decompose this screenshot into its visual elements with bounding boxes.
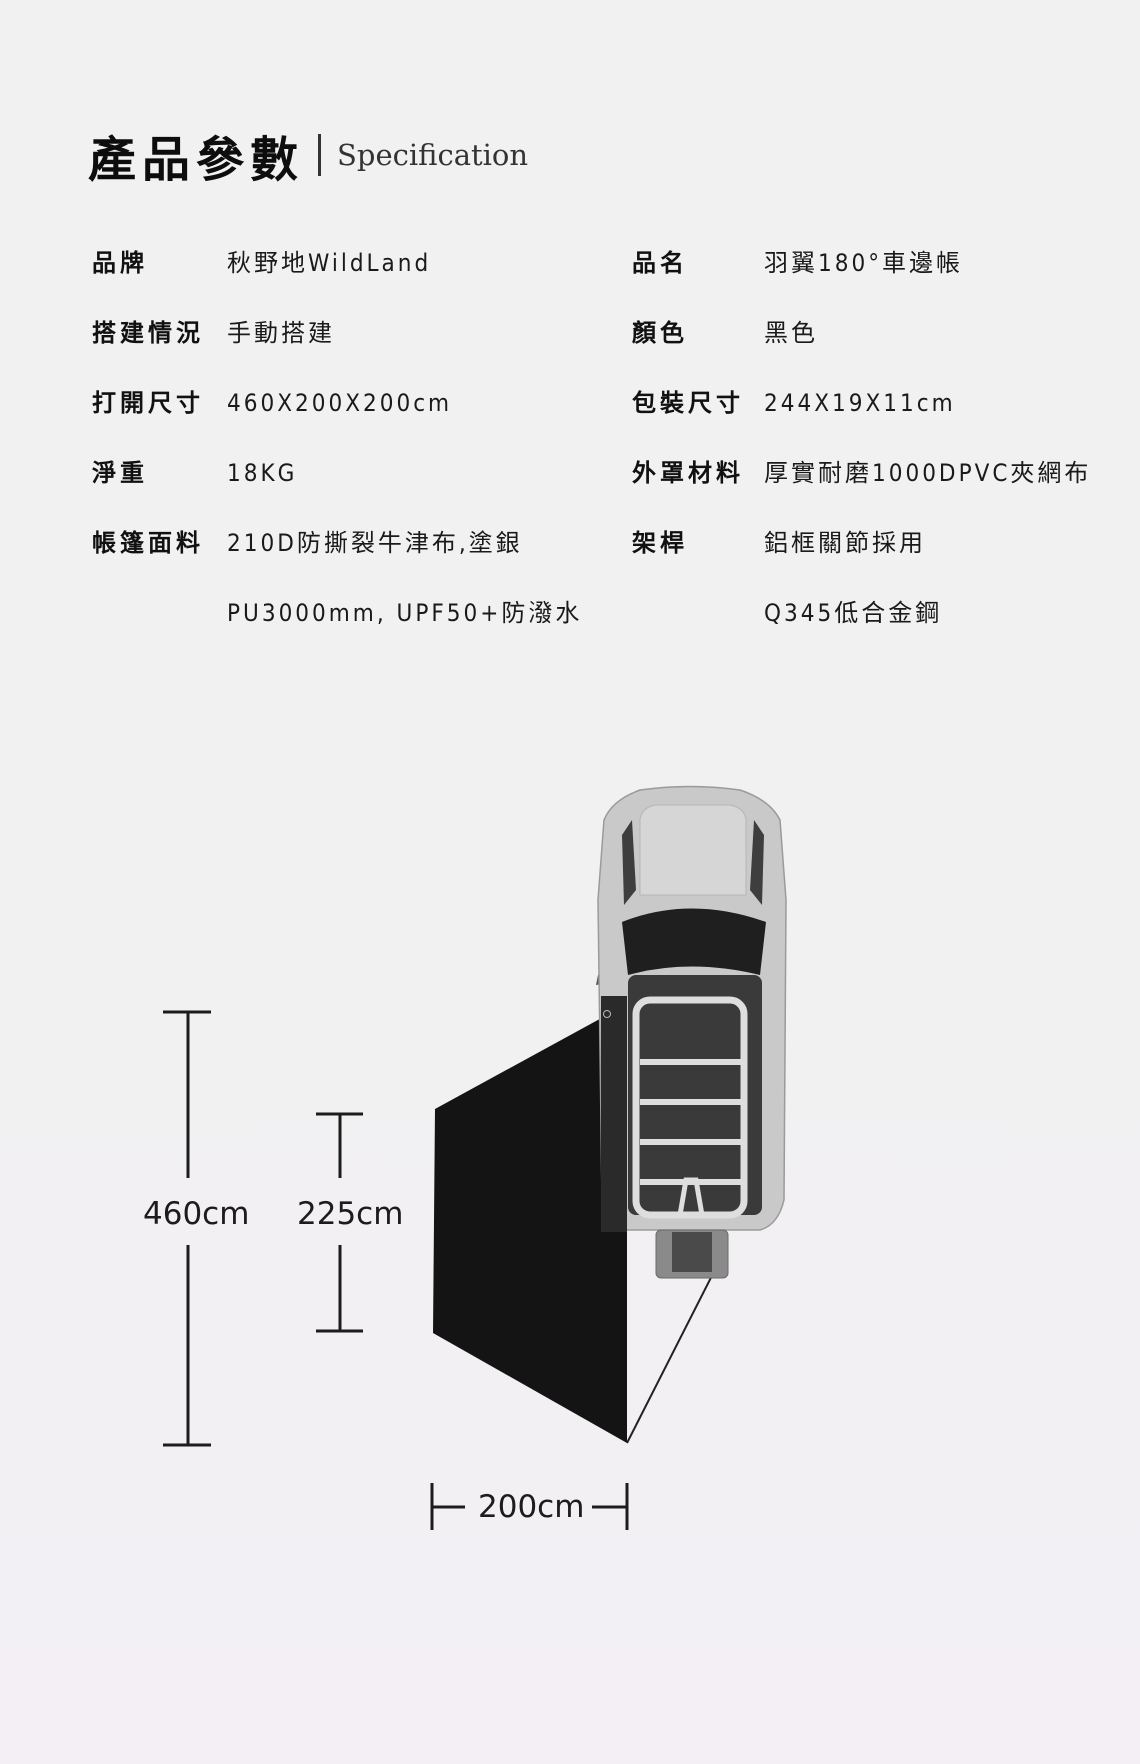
spec-label: 顏色 xyxy=(632,319,688,347)
awning-fabric xyxy=(433,1015,627,1443)
spec-value: 210D防撕裂牛津布,塗銀 xyxy=(227,529,523,557)
spec-label: 外罩材料 xyxy=(632,459,744,487)
spec-value: 黑色 xyxy=(764,319,818,347)
dimension-label-height: 225cm xyxy=(297,1196,404,1232)
spec-value-line2: Q345低合金鋼 xyxy=(764,599,943,627)
spec-value: 460X200X200cm xyxy=(227,389,453,417)
spec-value: 鋁框關節採用 xyxy=(764,529,926,557)
spec-value: 秋野地WildLand xyxy=(227,249,432,277)
dimension-line-225 xyxy=(316,1112,363,1333)
dimension-line-460 xyxy=(163,1010,211,1447)
dimension-line-200 xyxy=(430,1483,629,1530)
spec-value: 羽翼180°車邊帳 xyxy=(764,249,963,277)
dimension-label-width: 200cm xyxy=(478,1489,585,1525)
page-header: 產品參數 Specification xyxy=(88,120,528,190)
page-subtitle: Specification xyxy=(337,138,529,172)
spec-label: 搭建情況 xyxy=(92,319,204,347)
spec-label: 架桿 xyxy=(632,529,688,557)
spec-label: 打開尺寸 xyxy=(92,389,204,417)
spec-label: 品牌 xyxy=(92,249,148,277)
spec-label: 品名 xyxy=(632,249,688,277)
page-title: 產品參數 xyxy=(88,132,305,188)
dimension-label-length: 460cm xyxy=(143,1196,250,1232)
spec-label: 包裝尺寸 xyxy=(632,389,744,417)
spec-value: 厚實耐磨1000DPVC夾網布 xyxy=(764,459,1092,487)
car-top-view xyxy=(596,785,787,1279)
spec-value: 手動搭建 xyxy=(227,319,335,347)
spec-value: 18KG xyxy=(227,459,298,487)
spec-value: 244X19X11cm xyxy=(764,389,956,417)
spec-label: 帳篷面料 xyxy=(92,529,204,557)
guy-line xyxy=(626,1247,727,1444)
spec-label: 淨重 xyxy=(92,459,148,487)
title-divider xyxy=(318,134,322,176)
spec-value-line2: PU3000mm, UPF50+防潑水 xyxy=(227,599,583,627)
